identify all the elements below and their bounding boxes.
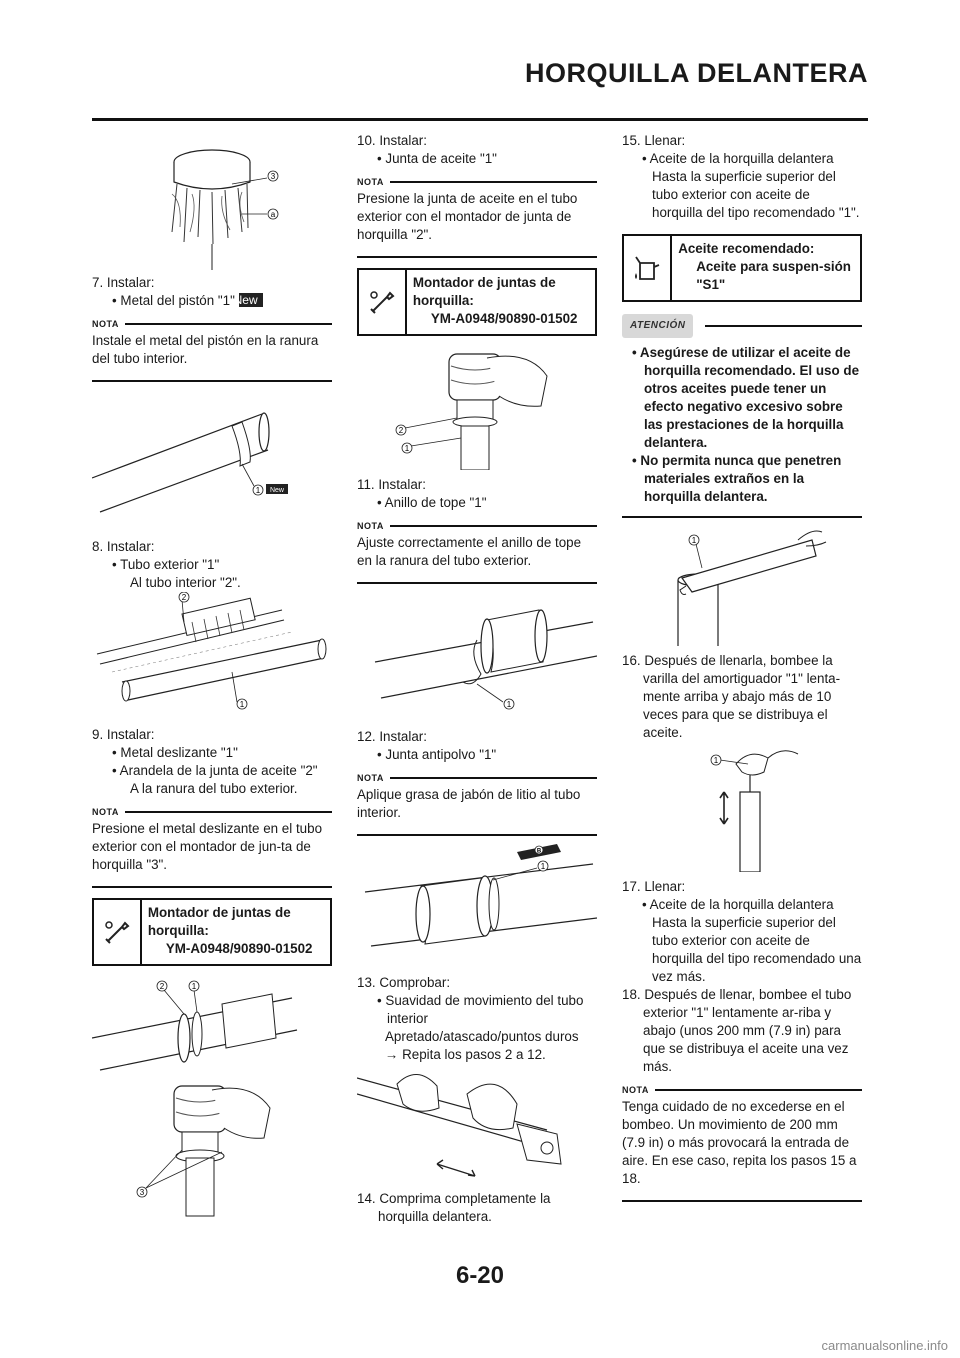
step-18: 18. Después de llenar, bombee el tubo ex… [622,987,852,1074]
atencion-body: • Asegúrese de utilizar el aceite de hor… [622,338,862,506]
nota-1: NOTA Instale el metal del pistón en la r… [92,318,332,382]
callout-1h: 1 [714,756,719,765]
column-2: 10. Instalar: • Junta de aceite "1" NOTA… [357,132,597,1226]
step-13-bullet: • Suavidad de movimiento del tubo interi… [377,993,584,1026]
step-7: 7. Instalar: [92,275,155,290]
figure-dust-seal: 1 B [357,844,597,964]
step-13: 13. Comprobar: [357,975,451,990]
column-3: 15. Llenar: • Aceite de la horquilla del… [622,132,862,1210]
nota-3: NOTA Presione la junta de aceite en el t… [357,176,597,258]
step-9-bullet-2: • Arandela de la junta de aceite "2" [112,763,318,778]
step-11-bullet: • Anillo de tope "1" [377,495,487,510]
nota-label: NOTA [357,773,384,783]
nota-label: NOTA [357,177,384,187]
nota-5: NOTA Aplique grasa de jabón de litio al … [357,772,597,836]
tool-title-2: Montador de juntas de horquilla: [412,275,556,308]
figure-outer-tube: 2 1 [92,592,332,722]
figure-slide-metal: 2 1 [92,978,332,1078]
step-12-bullet: • Junta antipolvo "1" [377,747,497,762]
nota-2: NOTA Presione el metal deslizante en el … [92,806,332,888]
callout-2: 2 [182,593,187,602]
nota-6-text: Tenga cuidado de no excederse en el bomb… [622,1099,857,1186]
nota-label: NOTA [92,807,119,817]
nota-label: NOTA [92,319,119,329]
step-9: 9. Instalar: [92,727,155,742]
atencion-bullet-2: • No permita nunca que penetren material… [632,453,842,504]
nota-6: NOTA Tenga cuidado de no excederse en el… [622,1084,862,1202]
new-badge: New [234,293,263,307]
step-16: 16. Después de llenarla, bombee la varil… [622,653,841,740]
tool-box-2: Montador de juntas de horquilla: YM-A094… [357,268,597,336]
new-badge-small: New [270,487,285,494]
page-title: HORQUILLA DELANTERA [525,58,868,88]
tool-title: Montador de juntas de horquilla: [147,905,291,938]
nota-5-text: Aplique grasa de jabón de litio al tubo … [357,787,581,820]
step-17-bullet: • Aceite de la horquilla delantera [642,897,834,912]
callout-a: a [271,210,276,219]
step-14: 14. Comprima completamente la horquilla … [357,1191,551,1224]
figure-oil-fill: 1 [622,526,862,646]
step-12: 12. Instalar: [357,729,427,744]
figure-fork-seal-driver-2: 2 1 [357,348,597,470]
oil-can-icon [624,236,673,300]
nota-label: NOTA [357,521,384,531]
callout-1: 1 [256,486,261,495]
wrench-icon [359,270,407,334]
callout-3: 3 [271,172,276,181]
tool-code: YM-A0948/90890-01502 [165,941,313,956]
nota-2-text: Presione el metal deslizante en el tubo … [92,821,323,872]
step-15-bullet: • Aceite de la horquilla delantera [642,151,834,166]
wrench-icon [94,900,142,964]
step-10: 10. Instalar: [357,133,427,148]
step-8-bullet: • Tubo exterior "1" [112,557,220,572]
step-13-sub2: → Repita los pasos 2 a 12. [385,1047,546,1062]
figure-inner-tube: 1 New [92,390,332,530]
watermark: carmanualsonline.info [821,1338,948,1353]
page-number: 6-20 [455,1262,505,1289]
callout-grease-b: B [537,849,542,855]
callout-1c: 1 [192,982,197,991]
step-17: 17. Llenar: [622,879,686,894]
nota-4-text: Ajuste correctamente el anillo de tope e… [357,535,582,568]
step-11: 11. Instalar: [357,477,426,492]
callout-1f: 1 [541,862,546,871]
column-1: 3 a 7. Instalar: • Metal del pistón "1" … [92,132,332,1218]
figure-damper-pump: 1 [622,742,862,872]
oil-box: Aceite recomendado: Aceite para suspen-s… [622,234,862,302]
figure-fork-seal-driver-1: 3 [92,1078,332,1218]
oil-title: Aceite recomendado: [678,241,815,256]
step-7-bullet-text: • Metal del pistón "1" [112,293,235,308]
step-15-sub: Hasta la superficie superior del tubo ex… [652,169,860,220]
nota-3-text: Presione la junta de aceite en el tubo e… [357,191,578,242]
step-15: 15. Llenar: [622,133,686,148]
step-13-sub: Apretado/atascado/puntos duros [385,1029,579,1044]
callout-1e: 1 [507,700,512,709]
atencion-bullet-1: • Asegúrese de utilizar el aceite de hor… [632,345,860,450]
callout-1b: 1 [240,700,245,709]
nota-label: NOTA [622,1085,649,1095]
figure-piston-metal: 3 a [92,132,332,272]
step-7-bullet: • Metal del pistón "1" New [92,292,332,310]
oil-value: Aceite para suspen-sión "S1" [696,259,851,292]
callout-1d: 1 [405,444,410,453]
step-9-sub: A la ranura del tubo exterior. [130,781,298,796]
atencion-badge: ATENCIÓN [622,314,694,338]
step-10-bullet: • Junta de aceite "1" [377,151,497,166]
step-8-sub: Al tubo interior "2". [130,575,241,590]
nota-1-text: Instale el metal del pistón en la ranura… [92,333,319,366]
nota-4: NOTA Ajuste correctamente el anillo de t… [357,520,597,584]
tool-box: Montador de juntas de horquilla: YM-A094… [92,898,332,966]
step-17-sub: Hasta la superficie superior del tubo ex… [652,915,862,984]
callout-1g: 1 [692,536,697,545]
figure-smoothness-check [357,1064,597,1184]
atencion-header: ATENCIÓN [622,314,862,338]
callout-3b: 3 [140,1188,145,1197]
figure-stopper-ring: 1 [357,592,597,722]
step-8: 8. Instalar: [92,539,155,554]
tool-code-2: YM-A0948/90890-01502 [430,311,578,326]
callout-2c: 2 [160,982,165,991]
callout-2d: 2 [399,426,404,435]
step-9-bullet-1: • Metal deslizante "1" [112,745,238,760]
header-rule [92,118,868,121]
